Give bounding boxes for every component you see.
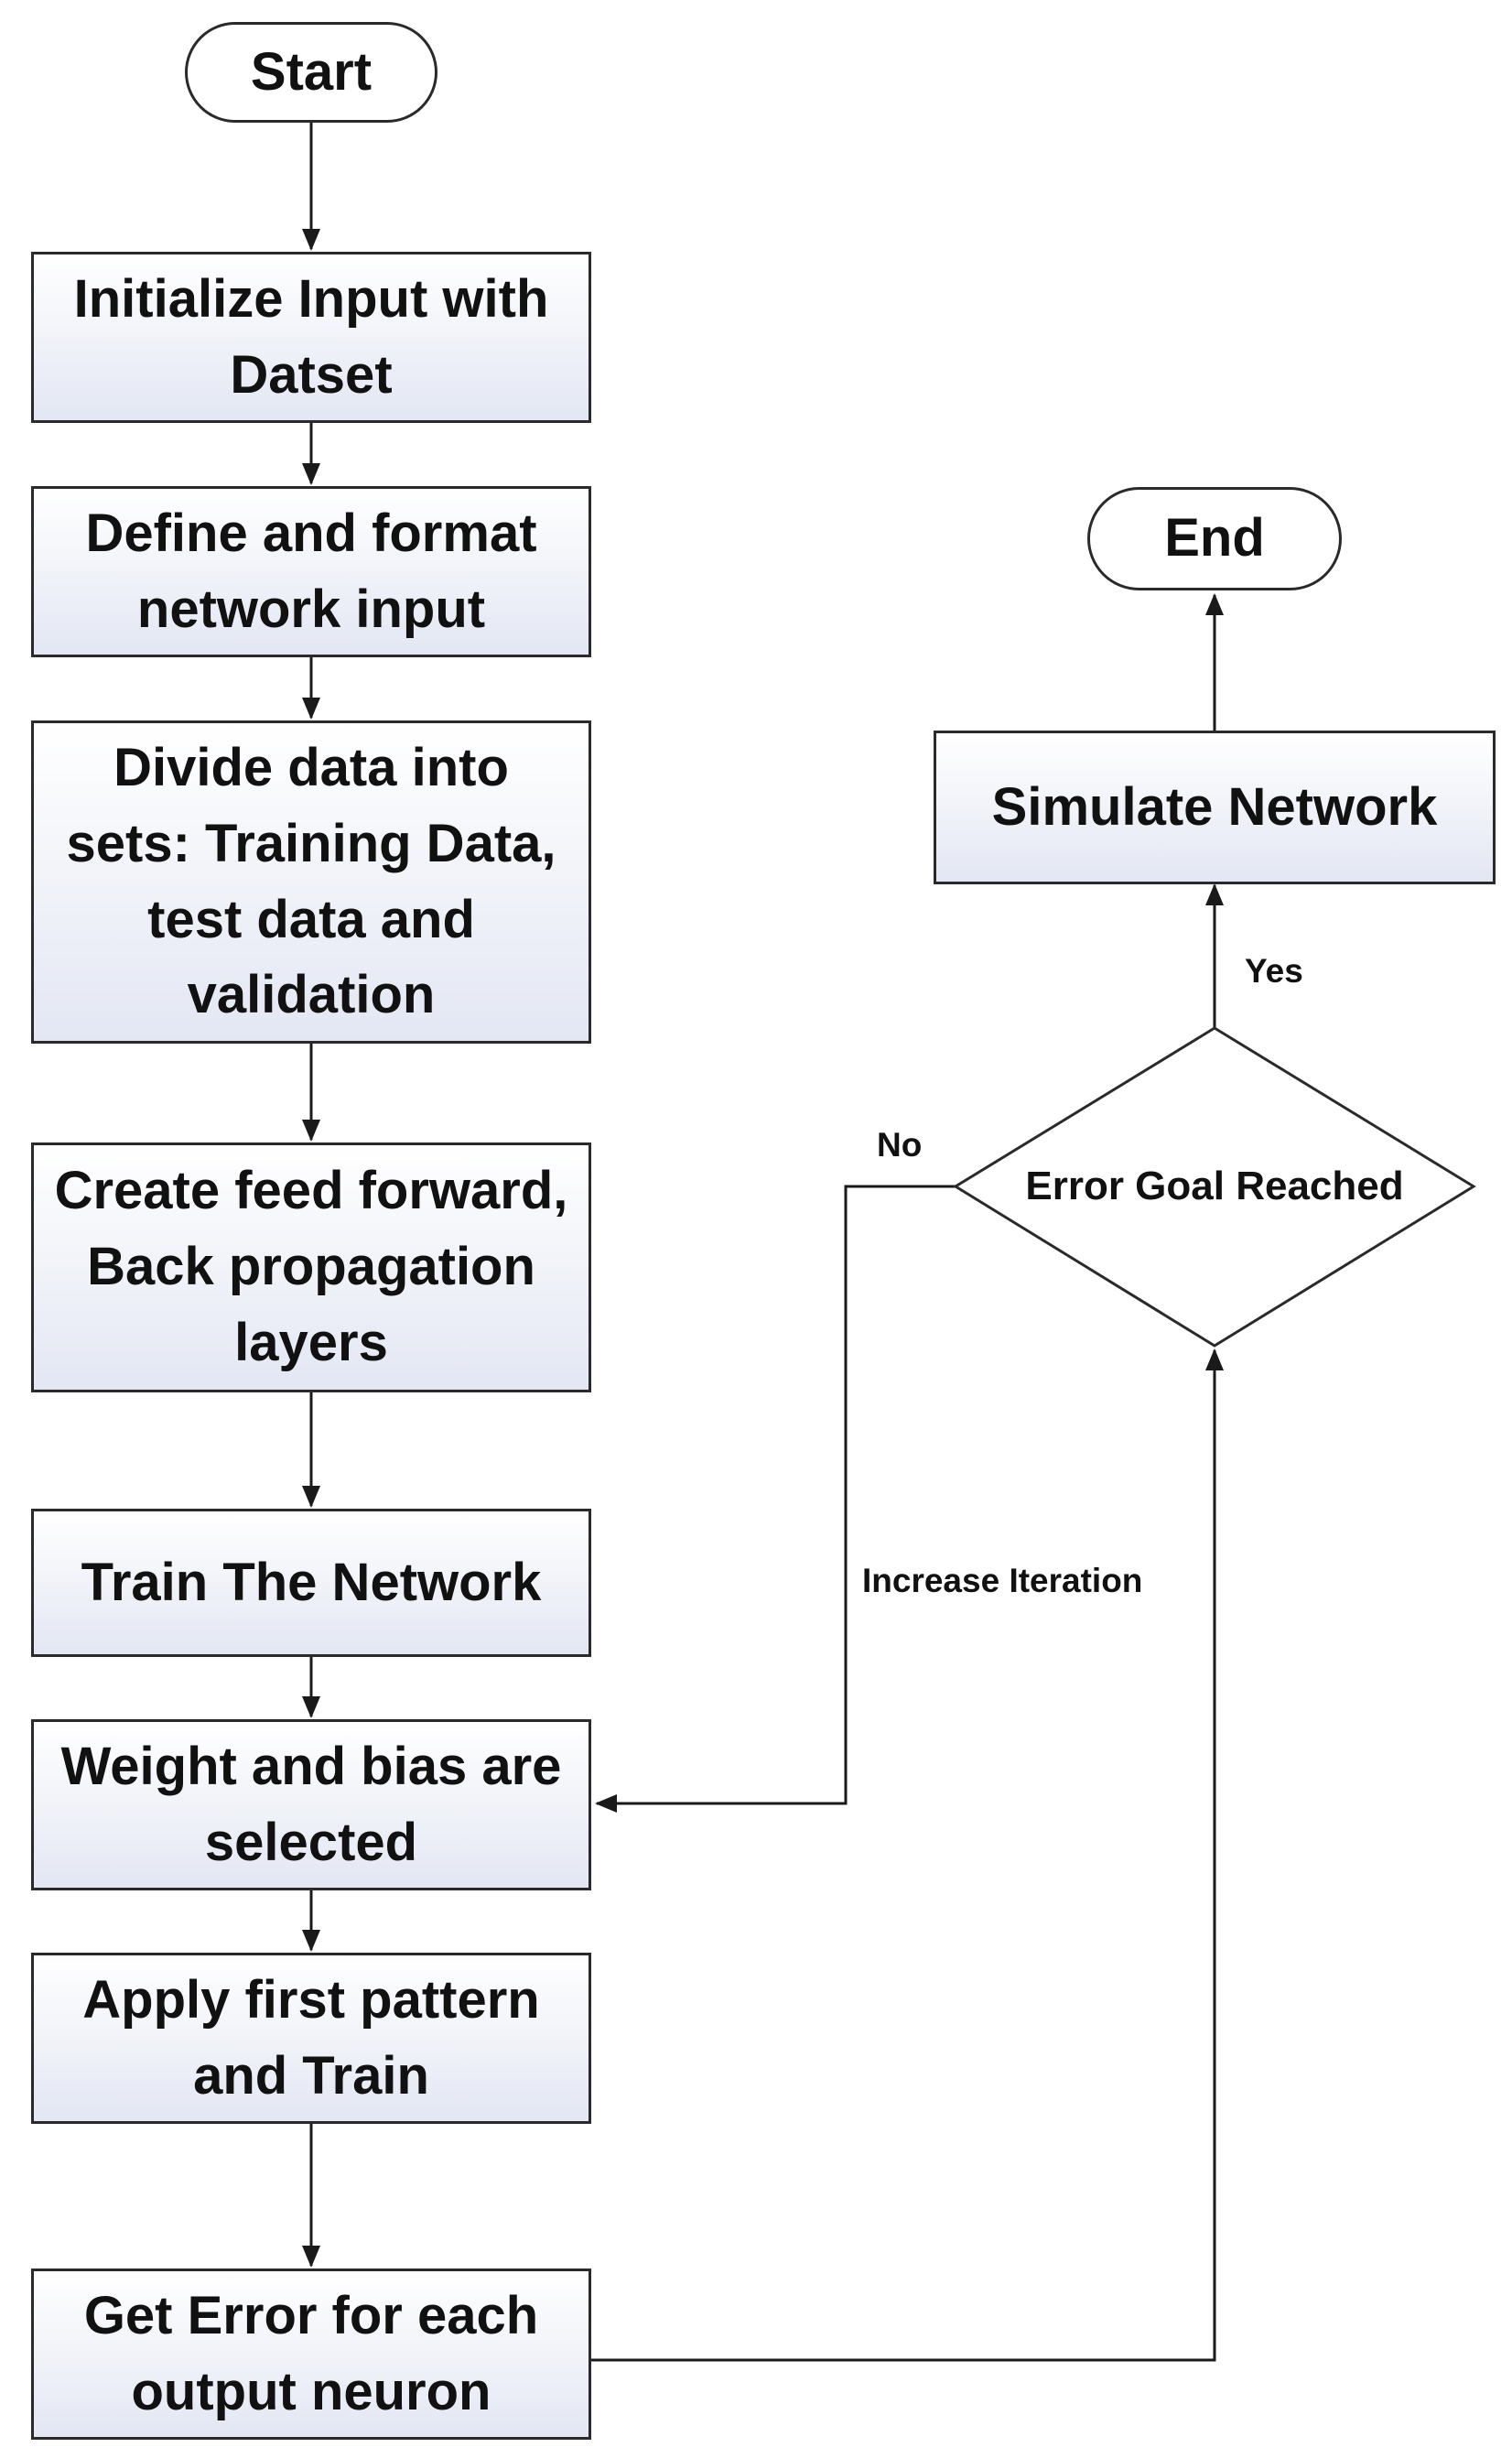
- get-error-step: Get Error for each output neuron: [31, 2269, 591, 2440]
- divide-label: Divide data into sets: Training Data, te…: [66, 737, 556, 1025]
- initialize-label: Initialize Input with Datset: [73, 268, 549, 405]
- arrow-decision-no-to-weight: [595, 1185, 956, 1813]
- decision-diamond: [953, 1026, 1476, 1348]
- end-terminal: End: [1087, 487, 1342, 590]
- no-label: No: [877, 1126, 923, 1164]
- define-step: Define and format network input: [31, 486, 591, 657]
- yes-label: Yes: [1245, 952, 1303, 990]
- weight-bias-label: Weight and bias are selected: [60, 1736, 562, 1872]
- weight-bias-step: Weight and bias are selected: [31, 1719, 591, 1890]
- decision-label: Error Goal Reached: [1025, 1164, 1404, 1208]
- create-layers-step: Create feed forward, Back propagation la…: [31, 1142, 591, 1392]
- start-label: Start: [250, 41, 373, 102]
- end-label: End: [1164, 508, 1265, 568]
- initialize-step: Initialize Input with Datset: [31, 252, 591, 423]
- train-step: Train The Network: [31, 1509, 591, 1657]
- define-label: Define and format network input: [85, 503, 537, 639]
- simulate-step: Simulate Network: [934, 731, 1496, 884]
- arrow-get-error-to-decision: [590, 1348, 1224, 2362]
- train-label: Train The Network: [81, 1552, 542, 1612]
- increase-iteration-label: Increase Iteration: [862, 1562, 1143, 1599]
- apply-pattern-step: Apply first pattern and Train: [31, 1953, 591, 2124]
- apply-pattern-label: Apply first pattern and Train: [82, 1969, 540, 2106]
- start-terminal: Start: [185, 22, 437, 123]
- create-layers-label: Create feed forward, Back propagation la…: [54, 1161, 568, 1372]
- divide-step: Divide data into sets: Training Data, te…: [31, 720, 591, 1044]
- simulate-label: Simulate Network: [991, 776, 1438, 837]
- get-error-label: Get Error for each output neuron: [83, 2285, 539, 2421]
